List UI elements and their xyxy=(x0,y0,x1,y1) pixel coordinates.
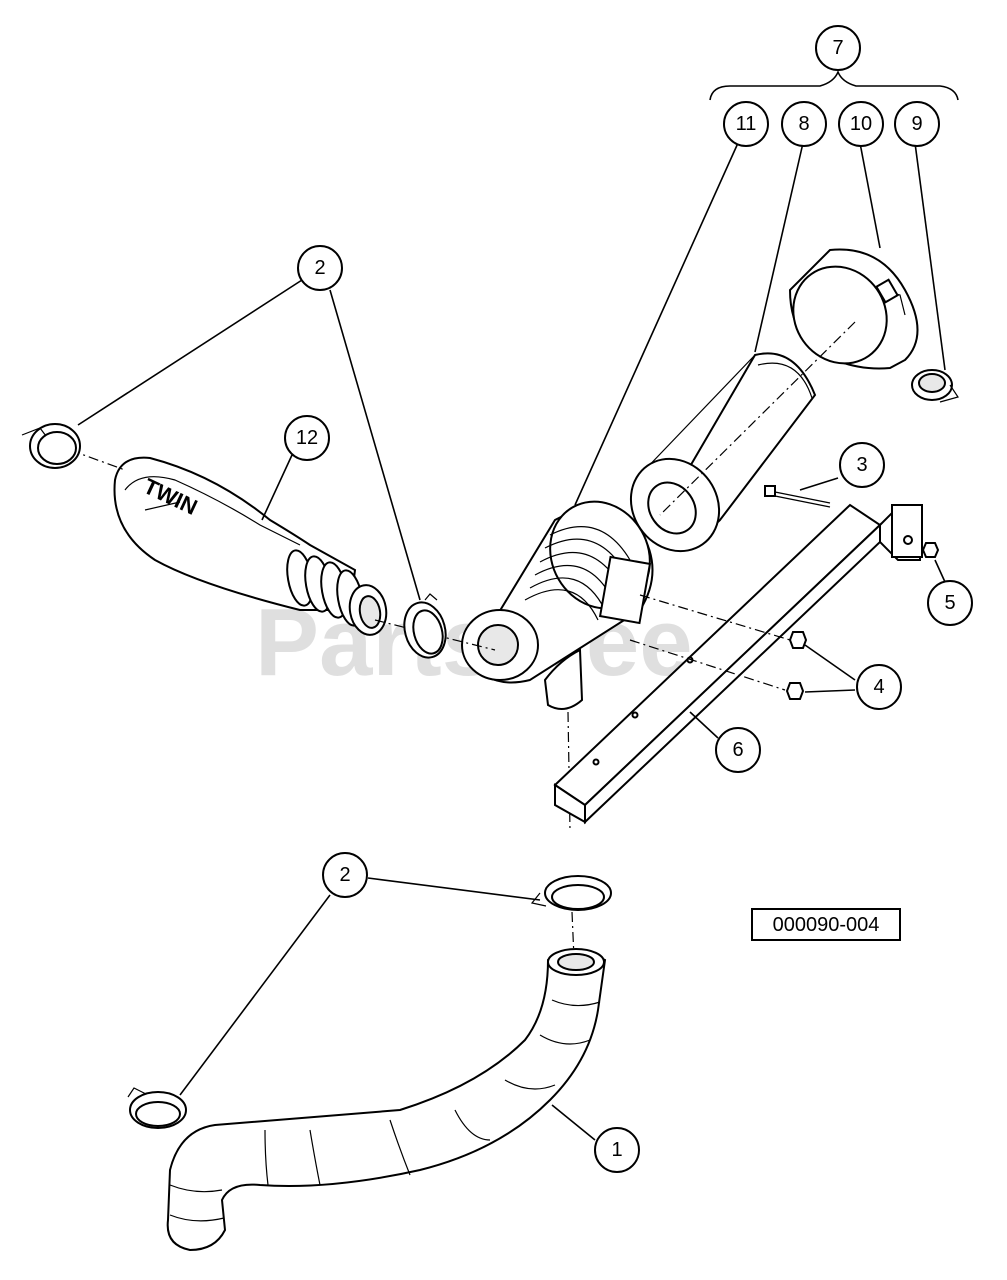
intake-duct-part: TWIN xyxy=(113,456,388,636)
short-bolt-part xyxy=(785,631,808,700)
callout-7: 7 xyxy=(815,25,861,71)
svg-text:000090-004: 000090-004 xyxy=(773,914,880,936)
callout-2-mid: 2 xyxy=(322,852,368,898)
end-cap-part xyxy=(788,248,919,370)
diagram-reference-number: 000090-004 xyxy=(751,908,901,941)
lower-hose-part xyxy=(166,948,607,1252)
svg-text:9: 9 xyxy=(911,113,922,135)
svg-text:3: 3 xyxy=(856,454,867,476)
svg-text:4: 4 xyxy=(873,676,884,698)
svg-text:11: 11 xyxy=(736,113,757,135)
hose-clamp-part xyxy=(127,1087,187,1129)
svg-text:2: 2 xyxy=(314,257,325,279)
nut-part xyxy=(921,542,940,558)
svg-text:10: 10 xyxy=(850,113,872,135)
svg-text:2: 2 xyxy=(339,864,350,886)
callout-1: 1 xyxy=(594,1127,640,1173)
svg-text:6: 6 xyxy=(732,739,743,761)
svg-text:5: 5 xyxy=(944,592,955,614)
svg-text:8: 8 xyxy=(798,113,809,135)
callout-11: 11 xyxy=(723,101,769,147)
svg-text:7: 7 xyxy=(832,37,843,59)
callout-9: 9 xyxy=(894,101,940,147)
filter-element-part xyxy=(629,352,817,553)
hose-clamp-part xyxy=(403,593,447,659)
callout-12: 12 xyxy=(284,415,330,461)
long-bolt-part xyxy=(764,485,831,508)
callout-10: 10 xyxy=(838,101,884,147)
callout-3: 3 xyxy=(839,442,885,488)
svg-text:1: 1 xyxy=(611,1139,622,1161)
vacuator-valve-part xyxy=(911,369,959,403)
svg-text:12: 12 xyxy=(296,427,318,449)
callout-8: 8 xyxy=(781,101,827,147)
callout-2-top: 2 xyxy=(297,245,343,291)
hose-clamp-part xyxy=(21,423,81,469)
callout-6: 6 xyxy=(715,727,761,773)
callout-5: 5 xyxy=(927,580,973,626)
hose-clamp-part xyxy=(530,875,612,911)
air-cleaner-housing-part xyxy=(461,500,654,710)
callout-4: 4 xyxy=(856,664,902,710)
